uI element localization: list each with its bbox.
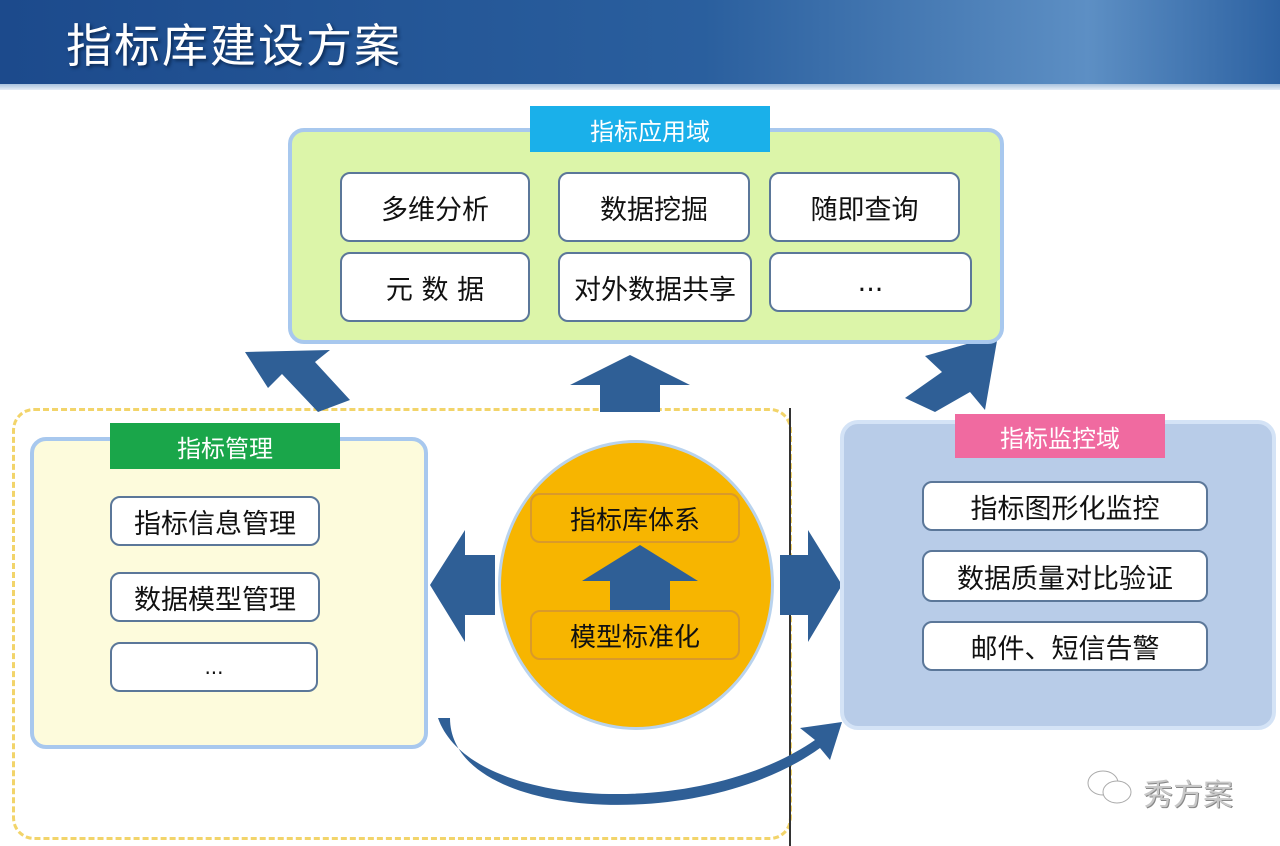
management-item[interactable]: 指标信息管理 (110, 496, 320, 546)
curved-arrow (438, 718, 842, 805)
header-divider (0, 84, 1280, 90)
monitor-item[interactable]: 邮件、短信告警 (922, 621, 1208, 671)
app-item[interactable]: 多维分析 (340, 172, 530, 242)
app-item[interactable]: 元 数 据 (340, 252, 530, 322)
arrow-up-right (905, 335, 998, 412)
header-bar (0, 0, 1280, 84)
app-item[interactable]: 对外数据共享 (558, 252, 752, 322)
arrow-up-core (582, 545, 698, 610)
watermark-text: 秀方案 (1143, 778, 1233, 813)
page-title: 指标库建设方案 (66, 19, 402, 73)
monitor-item[interactable]: 指标图形化监控 (922, 481, 1208, 531)
arrow-up-left (245, 350, 350, 412)
monitor-item[interactable]: 数据质量对比验证 (922, 550, 1208, 602)
management-label: 指标管理 (110, 423, 340, 469)
arrow-up-center (570, 355, 690, 412)
core-item-system[interactable]: 指标库体系 (530, 493, 740, 543)
region-divider (789, 408, 791, 846)
monitor-label: 指标监控域 (955, 414, 1165, 458)
core-item-standard[interactable]: 模型标准化 (530, 610, 740, 660)
wechat-icon (1085, 768, 1135, 808)
management-item[interactable]: ... (110, 642, 318, 692)
app-item[interactable]: 随即查询 (769, 172, 960, 242)
app-domain-label: 指标应用域 (530, 106, 770, 152)
app-item[interactable]: 数据挖掘 (558, 172, 750, 242)
app-item[interactable]: ... (769, 252, 972, 312)
management-item[interactable]: 数据模型管理 (110, 572, 320, 622)
arrow-left (430, 530, 495, 642)
arrow-right (780, 530, 842, 642)
